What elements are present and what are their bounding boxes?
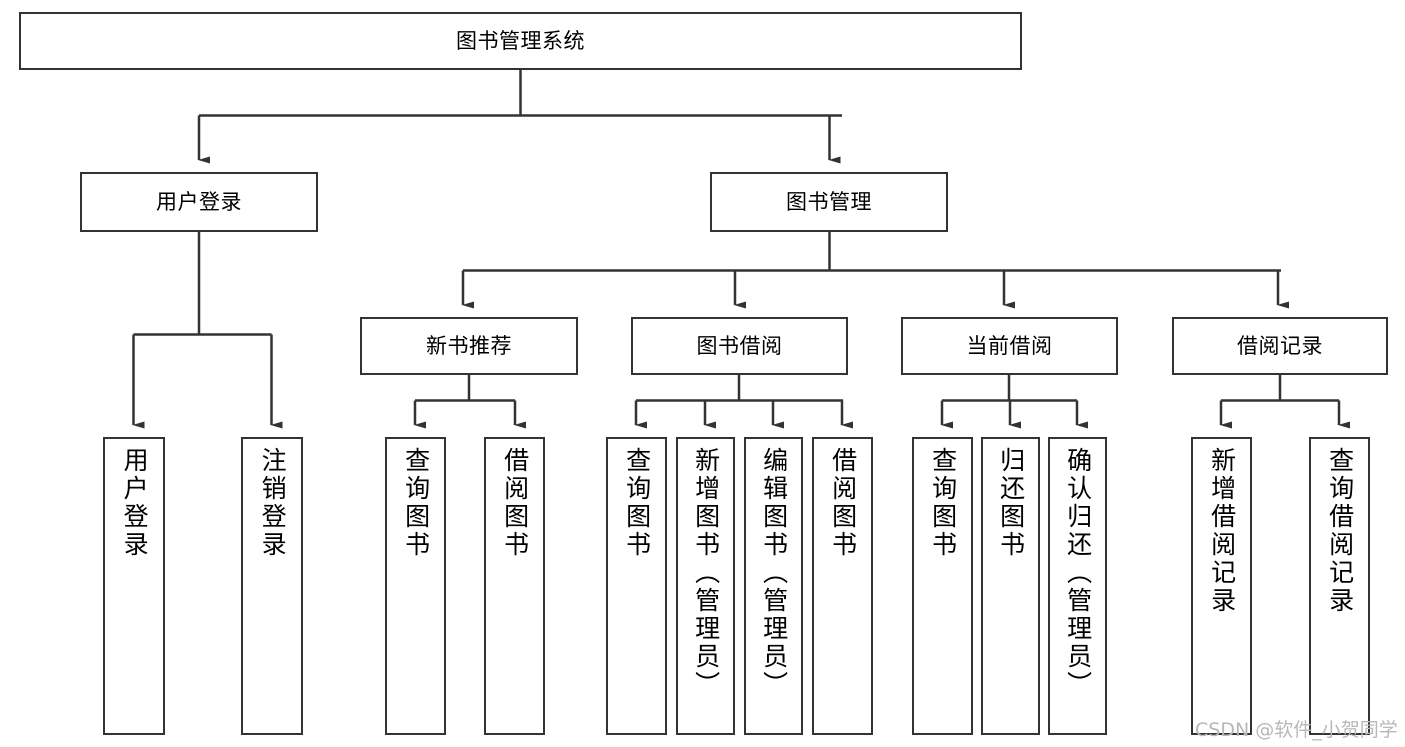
node-label: 图书管理系统 (456, 28, 585, 53)
node-label: 借阅图书 (828, 447, 858, 559)
node-leaf-new-book-query[interactable]: 查询图书 (385, 437, 446, 735)
node-label: 当前借阅 (966, 333, 1053, 358)
node-leaf-book-borrow-add[interactable]: 新增图书（管理员） (676, 437, 735, 735)
node-leaf-borrow-record-add[interactable]: 新增借阅记录 (1191, 437, 1252, 735)
node-label: 图书管理 (786, 189, 872, 214)
node-leaf-new-book-borrow[interactable]: 借阅图书 (484, 437, 545, 735)
csdn-watermark: CSDN @软件_小贺同学 (1195, 719, 1398, 741)
node-leaf-current-borrow-return[interactable]: 归还图书 (981, 437, 1040, 735)
node-label: 借阅图书 (500, 447, 530, 559)
node-leaf-book-borrow-borrow[interactable]: 借阅图书 (812, 437, 873, 735)
node-leaf-current-borrow-confirm-return[interactable]: 确认归还（管理员） (1048, 437, 1107, 735)
node-current-borrow[interactable]: 当前借阅 (901, 317, 1118, 375)
node-label: 用户登录 (156, 189, 242, 214)
node-label: 新增图书（管理员） (691, 447, 721, 699)
node-leaf-current-borrow-query[interactable]: 查询图书 (912, 437, 973, 735)
node-label: 图书借阅 (696, 333, 783, 358)
node-leaf-book-borrow-edit[interactable]: 编辑图书（管理员） (744, 437, 803, 735)
node-borrow-record[interactable]: 借阅记录 (1172, 317, 1388, 375)
node-label: 查询借阅记录 (1325, 447, 1355, 615)
node-label: 确认归还（管理员） (1063, 447, 1093, 699)
node-book-borrow[interactable]: 图书借阅 (631, 317, 848, 375)
node-root-book-management-system[interactable]: 图书管理系统 (19, 12, 1022, 70)
node-label: 编辑图书（管理员） (759, 447, 789, 699)
node-leaf-user-login-logout[interactable]: 注销登录 (241, 437, 303, 735)
node-user-login[interactable]: 用户登录 (80, 172, 318, 232)
node-leaf-book-borrow-query[interactable]: 查询图书 (606, 437, 667, 735)
node-label: 用户登录 (120, 447, 150, 559)
node-label: 归还图书 (996, 447, 1026, 559)
node-label: 借阅记录 (1237, 333, 1323, 358)
node-label: 注销登录 (258, 447, 288, 559)
node-leaf-borrow-record-query[interactable]: 查询借阅记录 (1309, 437, 1370, 735)
node-label: 新书推荐 (426, 333, 512, 358)
node-book-management[interactable]: 图书管理 (710, 172, 948, 232)
node-new-book-recommend[interactable]: 新书推荐 (360, 317, 578, 375)
node-label: 查询图书 (622, 447, 652, 559)
node-label: 查询图书 (401, 447, 431, 559)
node-label: 查询图书 (928, 447, 958, 559)
node-label: 新增借阅记录 (1207, 447, 1237, 615)
node-leaf-user-login-login[interactable]: 用户登录 (103, 437, 165, 735)
